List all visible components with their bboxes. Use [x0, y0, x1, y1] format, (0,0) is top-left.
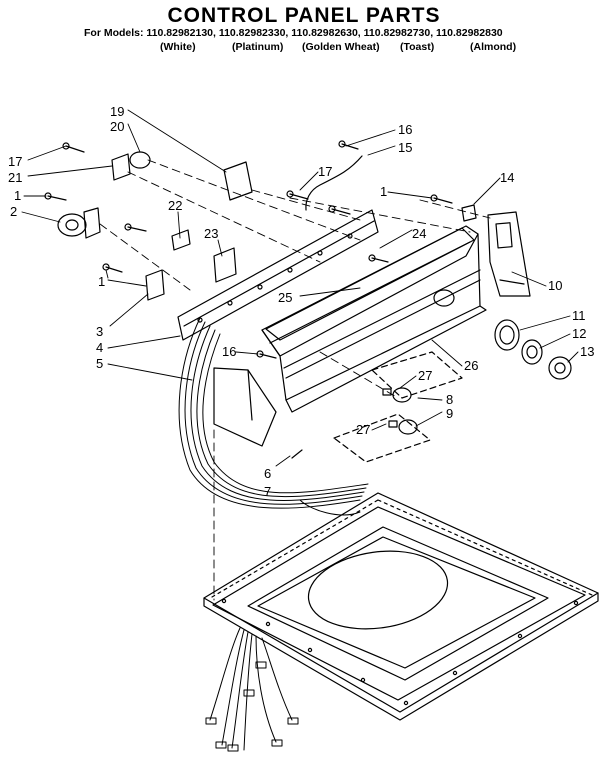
- color-platinum: (Platinum): [232, 41, 284, 53]
- washer-top-outline: [203, 492, 599, 721]
- callout-16a: 16: [398, 122, 412, 137]
- leader-lines: [21, 109, 579, 467]
- callout-1b: 1: [380, 184, 387, 199]
- callout-24: 24: [412, 226, 426, 241]
- models-prefix: For Models:: [84, 27, 144, 39]
- callout-11: 11: [572, 308, 586, 323]
- callout-26: 26: [464, 358, 478, 373]
- callout-23: 23: [204, 226, 218, 241]
- models-line: For Models: 110.82982130, 110.82982330, …: [84, 27, 503, 39]
- callout-4: 4: [96, 340, 103, 355]
- callout-8: 8: [446, 392, 453, 407]
- callout-1a: 1: [14, 188, 21, 203]
- callout-7: 7: [264, 484, 271, 499]
- callout-17a: 17: [8, 154, 22, 169]
- lamp-wire: [305, 155, 363, 211]
- models-list: 110.82982130, 110.82982330, 110.82982630…: [146, 27, 503, 39]
- assembly-lines: [99, 159, 491, 601]
- left-components: [57, 151, 477, 301]
- callout-27a: 27: [418, 368, 432, 383]
- callout-19: 19: [110, 104, 124, 119]
- right-bezel: [487, 211, 531, 297]
- knob-assembly: [494, 319, 572, 380]
- callout-3: 3: [96, 324, 103, 339]
- callout-labels: 19 20 17 21 1 2 22 23 16 15 17 1 14 24 1…: [8, 104, 594, 499]
- callout-12: 12: [572, 326, 586, 341]
- callout-21: 21: [8, 170, 22, 185]
- wire-harness: [178, 317, 369, 752]
- callout-16b: 16: [222, 344, 236, 359]
- push-switches: [333, 351, 463, 463]
- callout-6: 6: [264, 466, 271, 481]
- page-title: CONTROL PANEL PARTS: [167, 4, 441, 27]
- callout-13: 13: [580, 344, 594, 359]
- color-almond: (Almond): [470, 41, 517, 53]
- callout-1c: 1: [98, 274, 105, 289]
- callout-10: 10: [548, 278, 562, 293]
- control-panel-console: [261, 225, 487, 413]
- callout-14: 14: [500, 170, 514, 185]
- callout-15: 15: [398, 140, 412, 155]
- callout-20: 20: [110, 119, 124, 134]
- callout-2: 2: [10, 204, 17, 219]
- callout-22: 22: [168, 198, 182, 213]
- callout-9: 9: [446, 406, 453, 421]
- callout-27b: 27: [356, 422, 370, 437]
- end-cap: [213, 367, 277, 447]
- color-toast: (Toast): [400, 41, 435, 53]
- color-white: (White): [160, 41, 196, 53]
- callout-5: 5: [96, 356, 103, 371]
- screws: [44, 140, 453, 459]
- harness-bracket: [177, 209, 379, 341]
- color-golden-wheat: (Golden Wheat): [302, 41, 380, 53]
- callout-17b: 17: [318, 164, 332, 179]
- callout-25: 25: [278, 290, 292, 305]
